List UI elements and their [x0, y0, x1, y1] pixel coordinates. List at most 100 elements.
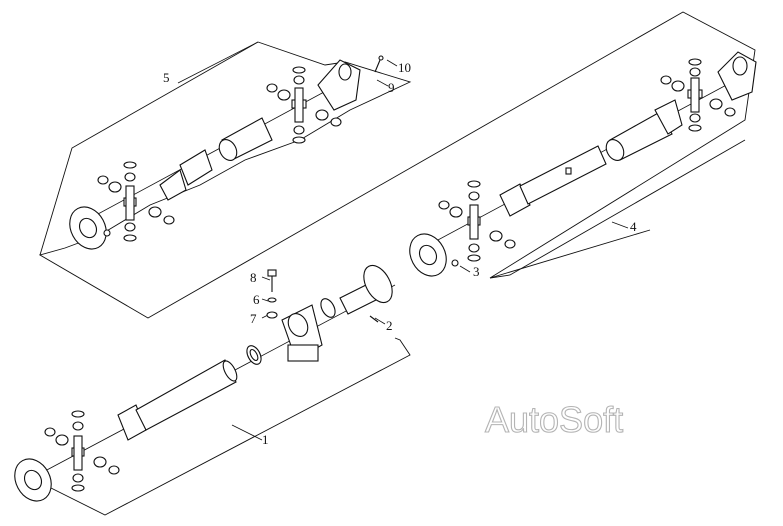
callout-2: 2: [386, 318, 393, 333]
leader-8: [261, 276, 271, 281]
end-yoke-bore: [732, 56, 748, 76]
watermark-text: AutoSoft: [485, 399, 623, 440]
bearing-cap: [467, 254, 481, 262]
leader-6: [261, 298, 269, 302]
assembly-1: [14, 264, 396, 502]
lock-bolt: [374, 59, 381, 73]
bearing-cap: [123, 234, 137, 242]
leader-9: [376, 79, 389, 87]
snap-ring: [660, 75, 672, 85]
snap-ring: [266, 83, 278, 93]
callout-1: 1: [262, 432, 269, 447]
snap-ring: [163, 215, 175, 225]
slip-yoke: [159, 169, 187, 201]
cotter-pin: [369, 315, 379, 323]
assembly-5: [69, 55, 384, 250]
bearing-cup: [293, 125, 305, 135]
bearing-cap: [292, 136, 306, 144]
frame-assembly-5: [38, 11, 756, 319]
snap-ring: [97, 175, 109, 185]
spider-cross-vertical: [125, 185, 135, 221]
snap-ring: [330, 117, 342, 127]
spider-cross-vertical: [469, 204, 479, 240]
snap-ring: [724, 107, 736, 117]
bolt-head: [267, 269, 277, 277]
bearing-cup: [55, 434, 69, 446]
spider-cross-vertical: [73, 435, 83, 471]
support-bracket: [287, 344, 319, 362]
tube-end: [222, 360, 238, 382]
spring-washer: [267, 297, 277, 303]
snap-ring: [438, 200, 450, 210]
seal-ring: [320, 298, 336, 318]
leader-1: [231, 424, 263, 441]
bearing-cup: [689, 67, 701, 77]
bearing-cap: [71, 410, 85, 418]
callout-10: 10: [398, 60, 411, 75]
callout-3: 3: [473, 264, 480, 279]
leader-3: [459, 265, 471, 273]
bolt-head: [378, 55, 384, 61]
bearing-cup: [489, 230, 503, 242]
frame-assembly-4: [489, 139, 746, 279]
spider-cross-vertical: [690, 77, 700, 113]
bearing-cup: [277, 89, 291, 101]
tube-yoke: [654, 99, 683, 135]
propeller-tube: [135, 359, 237, 431]
axis-line-5: [71, 77, 351, 229]
bearing-cup: [108, 181, 122, 193]
flange-bore: [418, 244, 438, 266]
callout-4: 4: [630, 219, 637, 234]
callout-5: 5: [163, 70, 170, 85]
bearing-cup: [315, 109, 329, 121]
sleeve-bore: [218, 139, 238, 161]
snap-ring: [108, 465, 120, 475]
assembly-4: [409, 51, 757, 277]
bearing-cup: [124, 222, 136, 232]
end-yoke-bore: [338, 63, 352, 81]
bearing-cup: [293, 75, 305, 85]
leader-2: [374, 317, 386, 325]
bearing-cup: [72, 421, 84, 431]
leader-4: [611, 221, 629, 229]
callout-7: 7: [250, 311, 257, 326]
frame-assembly-1: [14, 337, 411, 516]
end-yoke: [317, 59, 361, 111]
seal-ring-inner: [249, 348, 259, 362]
bearing-cup: [72, 473, 84, 483]
bearing-cup: [148, 206, 162, 218]
frame-assembly-5-left: [39, 41, 259, 256]
bearing-cup: [709, 98, 723, 110]
bearing-cup: [689, 113, 701, 123]
sleeve-bore: [605, 139, 625, 161]
nut: [451, 259, 459, 267]
bearing-cap: [688, 58, 702, 66]
bearing-cup: [449, 206, 463, 218]
bearing-cap: [688, 124, 702, 132]
spline-key: [565, 167, 572, 175]
flange-bore: [23, 469, 43, 491]
bearing-cap: [292, 66, 306, 74]
bearing-cup: [671, 80, 685, 92]
callout-8: 8: [250, 270, 257, 285]
companion-flange: [363, 264, 393, 304]
bearing-cup: [93, 456, 107, 468]
center-bearing: [287, 313, 309, 337]
bearing-cup: [124, 172, 136, 182]
callout-6: 6: [253, 292, 260, 307]
spider-cross-vertical: [294, 87, 304, 123]
bearing-cap: [123, 161, 137, 169]
snap-ring: [504, 239, 516, 249]
splined-stub: [179, 149, 213, 186]
leader-5: [177, 41, 259, 84]
splined-shaft: [519, 145, 607, 205]
bearing-cup: [468, 243, 480, 253]
bearing-cap: [467, 180, 481, 188]
bearing-cap: [71, 484, 85, 492]
leader-10: [386, 59, 398, 67]
bearing-cup: [468, 191, 480, 201]
snap-ring: [44, 427, 56, 437]
callout-9: 9: [388, 80, 395, 95]
